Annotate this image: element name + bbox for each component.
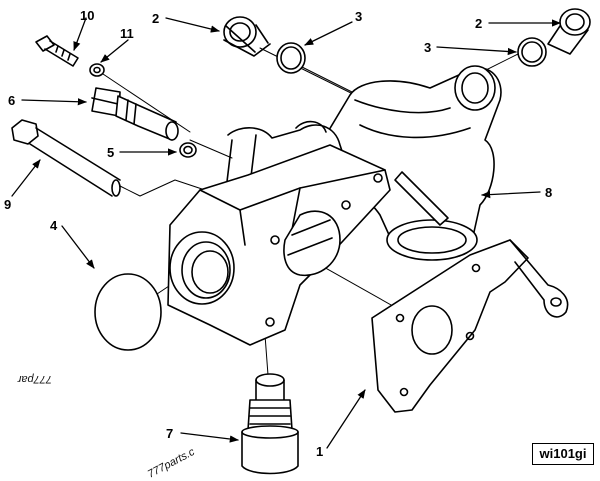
callout-1: 1 [316,444,323,459]
cap-screw-part-10 [35,35,79,67]
plug-part-2-right [547,8,591,55]
o-ring-part-5 [179,142,197,158]
flange-bolt-part-9 [11,119,121,197]
o-ring-part-3-left [276,42,306,74]
housing-part-8 [167,65,502,346]
figure-id-label: wi101gi [532,443,594,465]
callout-9: 9 [4,197,11,212]
callout-3-right: 3 [424,40,431,55]
callout-5: 5 [107,145,114,160]
callout-6: 6 [8,93,15,108]
gasket-part-1 [371,239,569,413]
callout-3-left: 3 [355,9,362,24]
callout-11: 11 [120,26,134,41]
sensor-part-6 [91,87,179,141]
watermark-left: 777par [16,373,52,385]
callout-2-left: 2 [152,11,159,26]
callout-4: 4 [50,218,58,233]
o-ring-part-3-right [517,37,547,67]
callout-8: 8 [545,185,552,200]
fitting-part-7 [241,373,299,475]
seal-disk-part-4 [94,273,162,351]
callout-10: 10 [80,8,94,23]
callout-7: 7 [166,426,173,441]
callout-arrows [11,17,561,449]
plug-part-2-left [223,16,271,57]
watermark-bottom: 777parts.c [146,446,197,481]
washer-part-11 [89,63,105,77]
callout-2-right: 2 [475,16,482,31]
callout-labels: 2 3 2 3 10 11 6 5 9 4 8 7 1 [4,8,552,459]
